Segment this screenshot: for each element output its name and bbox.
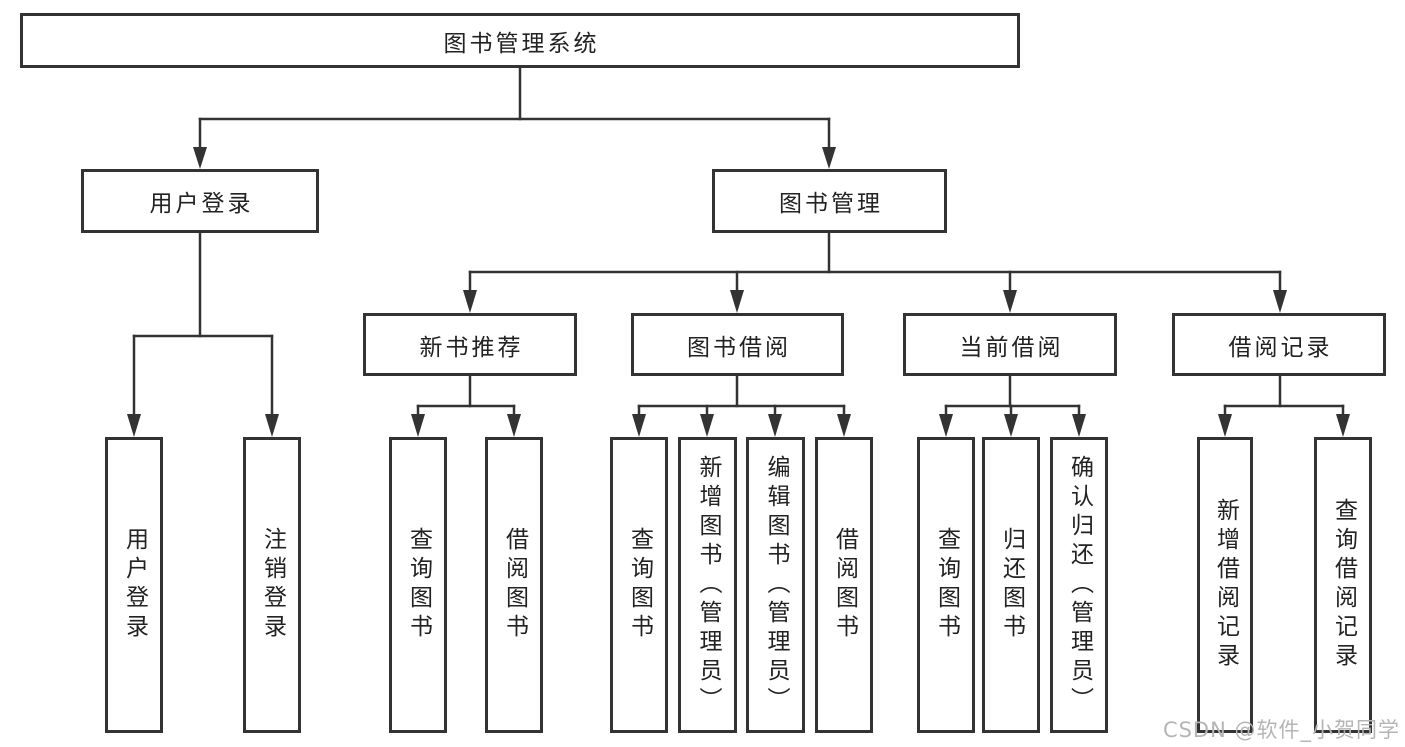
node-user-login-label: 用户登录: [149, 191, 254, 217]
node-borrowing-records-label: 借阅记录: [1228, 334, 1333, 361]
leaf-cb-return-books-label: 归还图书: [998, 527, 1025, 643]
leaf-cb-return-books: 归还图书: [982, 437, 1040, 733]
node-user-login: 用户登录: [81, 169, 319, 233]
leaf-cb-query-books-label: 查询图书: [933, 527, 960, 643]
leaf-nb-query-books-label: 查询图书: [405, 527, 432, 643]
connector-book-management: [463, 231, 1287, 313]
connector-root: [193, 66, 836, 169]
leaf-cb-query-books: 查询图书: [917, 437, 975, 733]
leaf-br-query-record: 查询借阅记录: [1314, 437, 1372, 733]
leaf-br-add-record: 新增借阅记录: [1197, 437, 1253, 733]
connector-current-borrowing: [939, 374, 1086, 437]
leaf-bb-borrow-books-label: 借阅图书: [831, 527, 858, 643]
leaf-bb-edit-books-admin-label: 编辑图书（管理员）: [763, 454, 789, 716]
node-new-book-recommend-label: 新书推荐: [419, 334, 524, 361]
node-new-book-recommend: 新书推荐: [363, 313, 577, 376]
connector-user-login: [127, 231, 279, 437]
leaf-user-login: 用户登录: [105, 437, 163, 733]
node-book-management: 图书管理: [712, 169, 947, 233]
leaf-cb-confirm-return-admin-label: 确认归还（管理员）: [1066, 454, 1093, 716]
leaf-bb-add-books-admin-label: 新增图书（管理员）: [695, 454, 721, 716]
leaf-logout: 注销登录: [243, 437, 301, 733]
leaf-bb-add-books-admin: 新增图书（管理员）: [678, 437, 737, 733]
leaf-nb-borrow-books: 借阅图书: [485, 437, 543, 733]
leaf-cb-confirm-return-admin: 确认归还（管理员）: [1050, 437, 1108, 733]
node-current-borrowing: 当前借阅: [903, 313, 1117, 376]
node-book-borrowing: 图书借阅: [631, 313, 844, 376]
csdn-watermark: CSDN @软件_小贺同学: [1162, 718, 1400, 742]
connector-book-borrowing: [632, 374, 851, 437]
connector-borrowing-records: [1218, 374, 1350, 437]
leaf-nb-query-books: 查询图书: [389, 437, 447, 733]
node-current-borrowing-label: 当前借阅: [959, 334, 1064, 361]
root-node-label: 图书管理系统: [443, 30, 600, 57]
node-book-borrowing-label: 图书借阅: [687, 334, 791, 361]
leaf-bb-query-books-label: 查询图书: [626, 527, 653, 643]
connector-new-book-recommend: [411, 374, 521, 437]
leaf-logout-label: 注销登录: [259, 527, 286, 643]
root-node: 图书管理系统: [20, 13, 1020, 68]
node-borrowing-records: 借阅记录: [1172, 313, 1386, 376]
leaf-br-query-record-label: 查询借阅记录: [1330, 498, 1357, 672]
leaf-user-login-label: 用户登录: [121, 527, 148, 643]
leaf-br-add-record-label: 新增借阅记录: [1212, 498, 1239, 672]
leaf-bb-edit-books-admin: 编辑图书（管理员）: [746, 437, 805, 733]
leaf-bb-borrow-books: 借阅图书: [815, 437, 873, 733]
leaf-bb-query-books: 查询图书: [610, 437, 668, 733]
leaf-nb-borrow-books-label: 借阅图书: [501, 527, 528, 643]
node-book-management-label: 图书管理: [779, 191, 883, 217]
